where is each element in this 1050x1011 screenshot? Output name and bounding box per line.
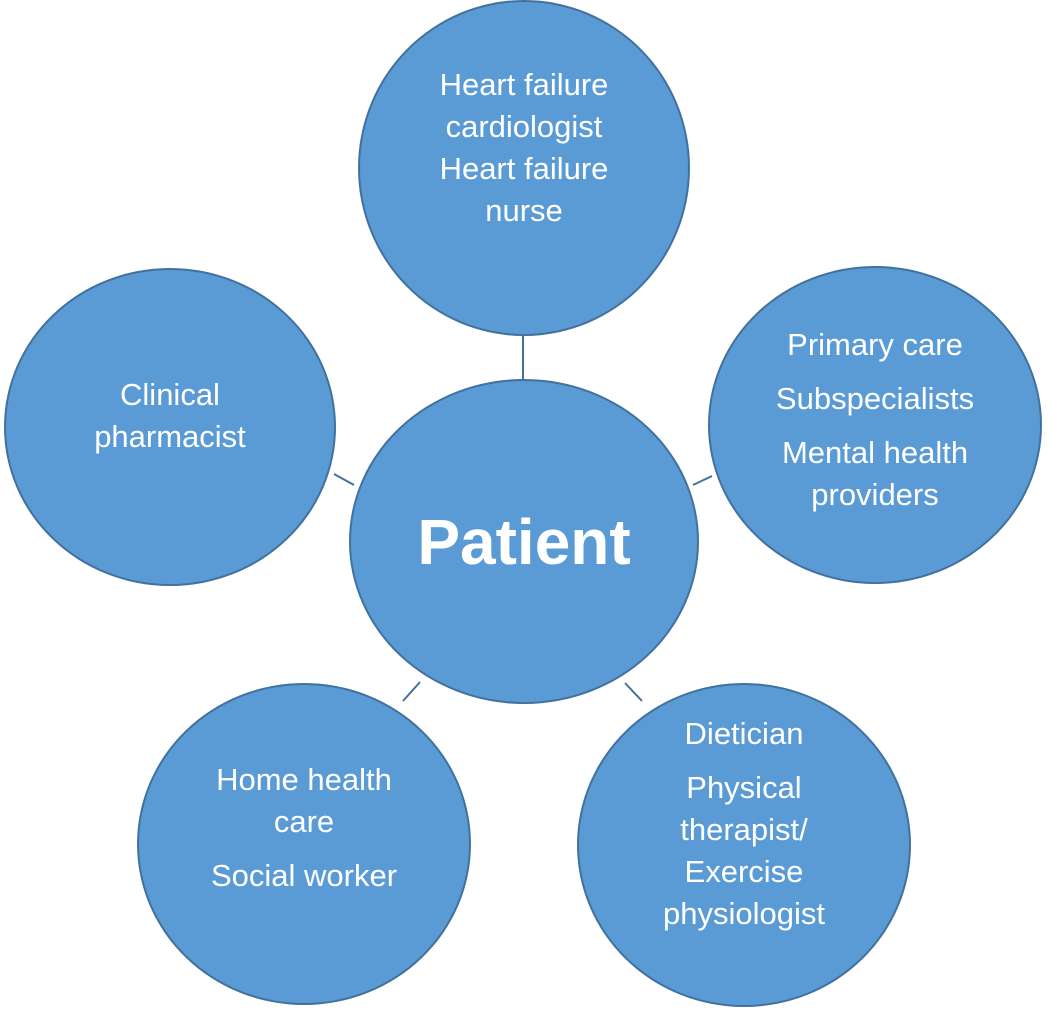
node-label-line: Primary care — [787, 327, 963, 362]
node-label-line: care — [273, 804, 335, 839]
text-group: Patient — [417, 504, 630, 580]
node-text: Clinical pharmacist — [94, 374, 246, 458]
node-text: Patient — [417, 504, 630, 580]
text-group: Primary care — [787, 324, 963, 366]
node-label-line: pharmacist — [94, 419, 246, 454]
connector-center-left — [333, 473, 355, 486]
center-label: Patient — [417, 505, 631, 578]
node-label-line: Dietician — [684, 716, 804, 751]
node-label-line: Clinical — [120, 377, 220, 412]
node-label-line: Home health — [216, 762, 392, 797]
text-group: Home health care — [216, 759, 392, 843]
node-label-line: Heart failure — [439, 151, 609, 186]
node-label-line: Subspecialists — [775, 381, 975, 416]
node-label-line: therapist/ — [680, 812, 808, 847]
node-clinical-pharmacist: Clinical pharmacist — [4, 268, 336, 586]
node-label-line: Exercise — [684, 854, 804, 889]
node-label-line: physiologist — [663, 896, 825, 931]
text-group: Dietician — [685, 713, 804, 755]
node-label-line: Mental health — [781, 435, 969, 470]
connector-center-right — [692, 475, 713, 486]
connector-center-bottomleft — [402, 681, 421, 702]
node-label-line: Physical — [686, 770, 802, 805]
node-patient: Patient — [349, 379, 699, 704]
text-group: Social worker — [211, 855, 397, 897]
text-group: Subspecialists — [776, 378, 974, 420]
text-group: Physical therapist/Exercise physiologist — [663, 767, 825, 935]
node-label-line: providers — [811, 477, 939, 512]
node-label-line: Social worker — [210, 858, 398, 893]
node-label-line: cardiologist — [445, 109, 603, 144]
text-group: Mental health providers — [782, 432, 968, 516]
text-group: Clinical pharmacist — [94, 374, 246, 458]
node-label-line: Heart failure — [439, 67, 609, 102]
node-label-line: nurse — [485, 193, 563, 228]
connector-center-bottomright — [624, 682, 643, 702]
